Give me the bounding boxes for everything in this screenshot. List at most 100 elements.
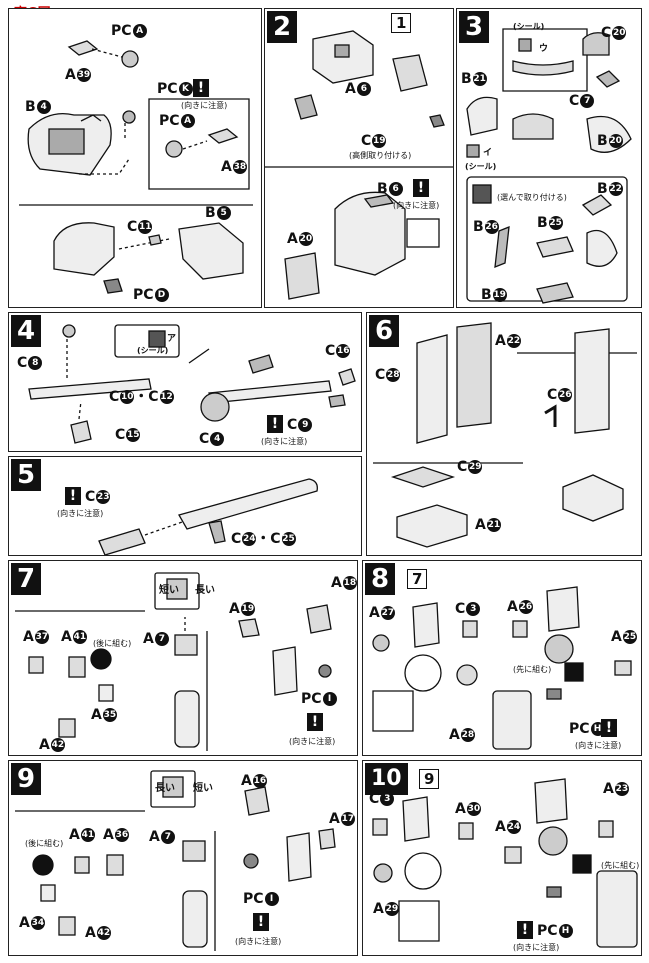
step-number: 10 <box>365 763 408 795</box>
caution-note: (向きに注意) <box>393 201 440 210</box>
reference-step: 9 <box>419 769 440 789</box>
caution-note: (向きに注意) <box>289 737 336 746</box>
label-long: 長い <box>195 585 215 596</box>
step-3-drawing <box>466 28 632 304</box>
step-number: 3 <box>459 11 490 43</box>
step-4-drawing <box>28 324 356 444</box>
step-9-drawing <box>15 770 336 951</box>
reference-step: 1 <box>391 13 412 33</box>
step-number: 5 <box>11 459 42 491</box>
seal-a-mark: ア <box>167 334 177 344</box>
step-8-drawing <box>372 586 632 750</box>
reference-step: 7 <box>407 569 428 589</box>
label-seal: (シール) <box>513 22 545 31</box>
caution-note: (向きに注意) <box>235 937 282 946</box>
choose-note: (選んで取り付ける) <box>497 193 567 202</box>
warning-icon: ! <box>65 487 81 505</box>
warning-icon: ! <box>267 415 283 433</box>
step-1-drawing <box>19 40 253 294</box>
warning-icon: ! <box>413 179 429 197</box>
step-number: 7 <box>11 563 42 595</box>
step-6-drawing <box>373 322 637 548</box>
step-number: 8 <box>365 563 396 595</box>
step-number: 6 <box>369 315 400 347</box>
step-2-drawing <box>265 30 453 300</box>
assemble-later-note: (後に組む) <box>25 839 64 848</box>
seal-u-mark: ウ <box>539 44 549 54</box>
warning-icon: ! <box>601 719 617 737</box>
step-number: 4 <box>11 315 42 347</box>
step-10-drawing <box>372 778 638 948</box>
warning-icon: ! <box>193 79 209 97</box>
caution-note: (向きに注意) <box>181 101 228 110</box>
seal-i-mark: イ <box>483 148 493 158</box>
mount-note: (高側取り付ける) <box>349 151 412 160</box>
caution-note: (向きに注意) <box>261 437 308 446</box>
label-short: 短い <box>159 585 179 596</box>
step-7-drawing <box>15 572 332 751</box>
assemble-first-note: (先に組む) <box>601 861 640 870</box>
